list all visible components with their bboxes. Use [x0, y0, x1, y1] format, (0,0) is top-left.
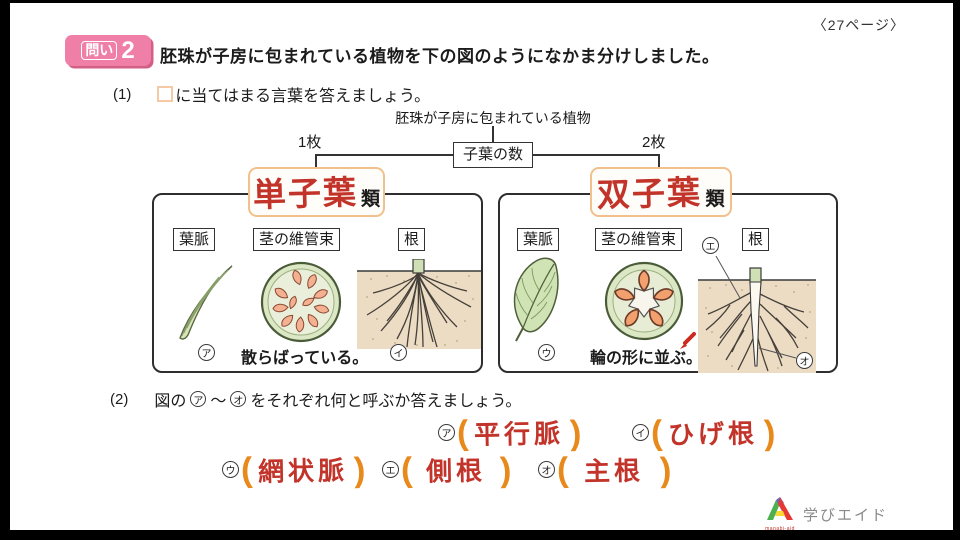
answer-u: ウ ( 網状脈 ) — [222, 450, 367, 489]
dicot-root-label: 根 — [742, 228, 770, 251]
tree-root-connector — [492, 126, 494, 142]
answer-e: エ ( 側根 ) — [382, 450, 513, 489]
mark-a-icon: ア — [198, 344, 215, 361]
tree-branch-left-hook — [315, 154, 317, 169]
question-title: 胚珠が子房に包まれている植物を下の図のようになかま分けしました。 — [160, 47, 720, 66]
answer-o-value: 主根 — [584, 455, 645, 487]
dicot-taproot-image — [698, 255, 816, 373]
monocot-leaf-vein-label: 葉脈 — [173, 228, 216, 251]
dicot-name-box: 双子葉 類 — [590, 167, 732, 217]
sub-question-2-prefix: 図の — [154, 393, 187, 410]
answer-i-mark-icon: イ — [632, 424, 649, 441]
brand-logo-mark: manabi-aid — [765, 497, 795, 532]
answer-e-mark-icon: エ — [382, 461, 399, 478]
mark-o-inline-icon: オ — [230, 391, 247, 407]
answer-a-paren-close: ) — [569, 413, 583, 452]
tree-branch-left-line — [315, 154, 453, 156]
dicot-name-handwritten: 双子葉 — [597, 173, 703, 214]
tree-root-label: 胚珠が子房に包まれている植物 — [395, 110, 591, 126]
answer-i-value: ひげ根 — [668, 418, 759, 450]
answer-e-paren-close: ) — [499, 450, 513, 489]
answer-e-value: 側根 — [426, 455, 487, 487]
dicot-name-suffix: 類 — [705, 189, 725, 210]
answer-i: イ ( ひげ根 ) — [632, 413, 777, 452]
tree-branch-right-line — [533, 154, 660, 156]
monocot-name-handwritten: 単子葉 — [252, 173, 359, 214]
brand-a-icon — [767, 497, 793, 520]
dicot-stem-section-image — [604, 261, 684, 341]
answer-u-mark-icon: ウ — [222, 461, 239, 478]
mark-o-icon: オ — [796, 352, 813, 369]
dicot-vascular-label: 茎の維管束 — [595, 228, 683, 251]
monocot-stem-section-image — [260, 261, 342, 343]
answer-u-value: 網状脈 — [258, 455, 349, 487]
dicot-leaf-vein-label: 葉脈 — [517, 228, 560, 251]
page-reference: 〈27ページ〉 — [812, 17, 905, 33]
answer-o-paren-close: ) — [659, 450, 673, 489]
dicot-leaf-image — [513, 257, 559, 342]
monocot-root-label: 根 — [398, 228, 426, 251]
mark-u-icon: ウ — [538, 344, 555, 361]
sub-question-2: (2) 図の ア 〜 オ をそれぞれ何と呼ぶか答えましょう。 — [110, 387, 521, 411]
answer-a-value: 平行脈 — [474, 418, 565, 450]
question-badge-word: 問い — [81, 41, 118, 60]
question-badge-number: 2 — [121, 36, 135, 64]
sub-question-1-text: に当てはまる言葉を答えましょう。 — [175, 88, 431, 105]
tree-branch-right-hook — [658, 154, 660, 169]
sub-question-1-number: (1) — [113, 85, 132, 103]
brand-logo: manabi-aid 学びエイド — [765, 497, 888, 532]
tree-node-cotyledon-count: 子葉の数 — [453, 142, 533, 168]
red-pencil-icon — [680, 332, 696, 349]
mark-i-icon: イ — [390, 344, 407, 361]
monocot-vascular-label: 茎の維管束 — [253, 228, 341, 251]
brand-logo-text: 学びエイド — [803, 507, 889, 524]
monocot-leaf-image — [179, 265, 233, 340]
monocot-name-suffix: 類 — [360, 189, 380, 210]
dicot-stem-caption: 輪の形に並ぶ。 — [590, 350, 703, 367]
sub-question-2-suffix: をそれぞれ何と呼ぶか答えましょう。 — [250, 393, 522, 410]
brand-logo-subtext: manabi-aid — [765, 526, 795, 532]
answer-i-paren-close: ) — [763, 413, 777, 452]
tree-branch-left-label: 1枚 — [298, 134, 322, 151]
question-badge: 問い 2 — [65, 35, 151, 66]
sub-question-2-tilde: 〜 — [210, 393, 227, 410]
monocot-name-box: 単子葉 類 — [248, 167, 385, 217]
answer-u-paren-close: ) — [353, 450, 367, 489]
answer-o-mark-icon: オ — [538, 461, 555, 478]
answer-o: オ ( 主根 ) — [538, 450, 673, 489]
monocot-stem-caption: 散らばっている。 — [241, 350, 369, 367]
monocot-fibrous-root-image — [357, 259, 481, 349]
sub-question-2-number: (2) — [110, 390, 129, 408]
mark-e-icon: エ — [702, 237, 719, 254]
answer-blank-icon — [157, 86, 174, 102]
worksheet-page: 〈27ページ〉 問い 2 胚珠が子房に包まれている植物を下の図のようになかま分け… — [10, 3, 953, 532]
answer-a-mark-icon: ア — [438, 424, 455, 441]
tree-branch-right-label: 2枚 — [642, 134, 666, 151]
answer-a: ア ( 平行脈 ) — [438, 413, 583, 452]
mark-a-inline-icon: ア — [190, 391, 207, 407]
sub-question-1: (1) に当てはまる言葉を答えましょう。 — [113, 82, 430, 106]
